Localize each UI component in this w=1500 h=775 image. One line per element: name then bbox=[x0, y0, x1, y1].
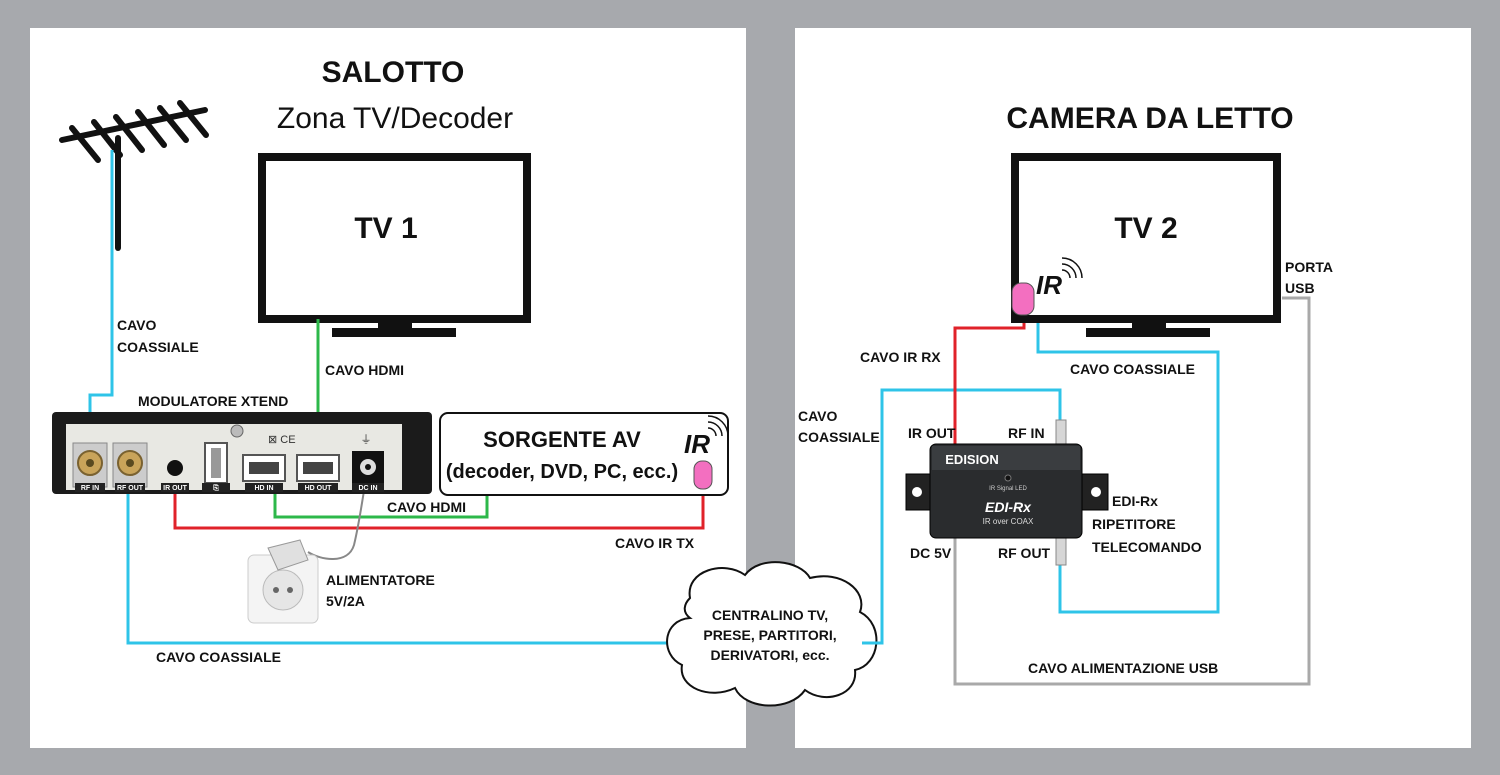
svg-text:⏚: ⏚ bbox=[361, 433, 372, 446]
coax-cable-tv2 bbox=[1036, 320, 1220, 614]
port-hd-out-label: HD OUT bbox=[305, 485, 333, 492]
port-usb-label: ⎘ bbox=[213, 484, 219, 492]
tv2-label: TV 2 bbox=[1114, 212, 1177, 245]
device-desc-1: EDI-Rx bbox=[1112, 493, 1158, 509]
tv1: TV 1 bbox=[258, 153, 531, 337]
port-dc-label-right: DC 5V bbox=[910, 545, 952, 561]
usb-port-label-1: PORTA bbox=[1285, 259, 1333, 275]
device-desc-3: TELECOMANDO bbox=[1092, 539, 1202, 555]
source-av-title: SORGENTE AV bbox=[483, 427, 641, 452]
cable-coax-bottom-label: CAVO COASSIALE bbox=[156, 649, 281, 665]
cable-ir-rx-label: CAVO IR RX bbox=[860, 349, 941, 365]
right-title: CAMERA DA LETTO bbox=[1006, 102, 1293, 135]
cable-coax-antenna-label-1: CAVO bbox=[117, 317, 157, 333]
cable-usb-power-label: CAVO ALIMENTAZIONE USB bbox=[1028, 660, 1218, 676]
cable-coax-antenna-label-2: COASSIALE bbox=[117, 339, 199, 355]
device-brand: EDISION bbox=[945, 452, 998, 467]
left-title: SALOTTO bbox=[322, 56, 465, 89]
port-ir-out-label-right: IR OUT bbox=[908, 425, 956, 441]
tv2: TV 2 IR bbox=[1011, 153, 1281, 337]
port-rf-in-label: RF IN bbox=[81, 485, 99, 492]
ir-emitter-left bbox=[693, 460, 713, 490]
cable-ir-tx-label: CAVO IR TX bbox=[615, 535, 695, 551]
cloud-line-3: DERIVATORI, ecc. bbox=[710, 647, 829, 663]
cable-coax-left-label-1: CAVO bbox=[798, 408, 838, 424]
source-av-subtitle: (decoder, DVD, PC, ecc.) bbox=[446, 461, 678, 483]
power-label-2: 5V/2A bbox=[326, 593, 365, 609]
tv1-label: TV 1 bbox=[354, 212, 417, 245]
left-panel bbox=[30, 28, 746, 748]
ir-receiver-right bbox=[1011, 282, 1035, 316]
ir-waves-icon bbox=[707, 415, 729, 437]
cable-coax-left-label-2: COASSIALE bbox=[798, 429, 880, 445]
ir-logo-right: IR bbox=[1036, 270, 1062, 300]
port-hd-in-label: HD IN bbox=[254, 485, 273, 492]
source-av-box: SORGENTE AV (decoder, DVD, PC, ecc.) IR bbox=[439, 412, 729, 496]
ir-logo-left: IR bbox=[684, 429, 710, 459]
coax-cable-bottom bbox=[126, 468, 680, 645]
modulator-label: MODULATORE XTEND bbox=[138, 393, 288, 409]
usb-power-cable bbox=[953, 296, 1311, 686]
antenna-icon bbox=[59, 100, 209, 251]
device-sub: IR over COAX bbox=[983, 517, 1034, 526]
power-supply-icon bbox=[247, 539, 319, 624]
usb-port-label-2: USB bbox=[1285, 280, 1315, 296]
cloud-line-1: CENTRALINO TV, bbox=[712, 607, 828, 623]
distribution-cloud: CENTRALINO TV, PRESE, PARTITORI, DERIVAT… bbox=[666, 561, 878, 707]
device-model: EDI-Rx bbox=[985, 499, 1032, 515]
port-rf-in-label-right: RF IN bbox=[1008, 425, 1045, 441]
left-subtitle: Zona TV/Decoder bbox=[277, 102, 513, 135]
cloud-line-2: PRESE, PARTITORI, bbox=[703, 627, 836, 643]
edi-rx-device: EDISION IR Signal LED EDI-Rx IR over COA… bbox=[905, 419, 1109, 566]
right-panel bbox=[795, 28, 1471, 748]
ir-tx-cable bbox=[173, 468, 705, 530]
svg-text:⊠ CE: ⊠ CE bbox=[268, 434, 296, 446]
ir-waves-icon bbox=[1061, 257, 1083, 279]
modulator-xtend: ⊠ CE ⏚ RF IN bbox=[52, 412, 432, 494]
port-rf-out-label: RF OUT bbox=[117, 485, 144, 492]
coax-cable-right-in bbox=[862, 388, 1062, 645]
device-led-label: IR Signal LED bbox=[989, 486, 1027, 492]
cable-hdmi-source-label: CAVO HDMI bbox=[387, 499, 466, 515]
port-dc-in-label: DC IN bbox=[358, 485, 377, 492]
cable-hdmi-tv-label: CAVO HDMI bbox=[325, 362, 404, 378]
port-ir-out-label: IR OUT bbox=[163, 485, 187, 492]
cable-coax-tv-label: CAVO COASSIALE bbox=[1070, 361, 1195, 377]
device-desc-2: RIPETITORE bbox=[1092, 516, 1176, 532]
port-rf-out-label-right: RF OUT bbox=[998, 545, 1051, 561]
power-label-1: ALIMENTATORE bbox=[326, 572, 435, 588]
